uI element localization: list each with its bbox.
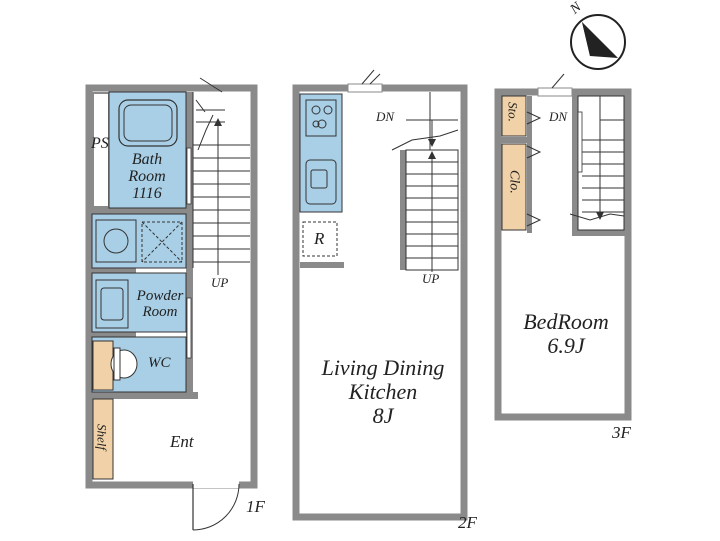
stairs-up-label-1f: UP	[211, 275, 229, 290]
bath-room-label-line-3: 1116	[132, 184, 162, 202]
ldk-label: Living Dining Kitchen 8J	[321, 355, 445, 429]
closet-label: Clo.	[506, 170, 522, 194]
bath-room-label-line-1: Bath	[131, 151, 163, 168]
bedroom-label-line-1: BedRoom	[523, 309, 609, 334]
ldk-label-line-1: Living Dining	[321, 355, 445, 380]
floor-2f-walls	[292, 69, 468, 521]
floor-3f-stairs	[569, 95, 625, 231]
floor-2f-stairs	[391, 92, 459, 272]
entrance-label: Ent	[170, 432, 194, 451]
floor-1f-entry-door	[192, 480, 240, 531]
floor-3f-walls	[494, 73, 632, 421]
shelf-label: Shelf	[94, 424, 110, 450]
floor-label-1f: 1F	[246, 497, 265, 516]
floor-1f-stairs	[192, 77, 250, 275]
powder-room-label-line-2: Room	[142, 303, 178, 320]
bath-room-label: Bath Room 1116	[128, 151, 166, 202]
stairs-down-label-2f: DN	[376, 109, 395, 124]
floor-label-3f: 3F	[612, 423, 631, 442]
compass-icon	[570, 14, 626, 70]
ldk-label-line-2: Kitchen	[348, 379, 418, 405]
floor-1f-fixtures	[91, 91, 192, 480]
ps-label: PS	[91, 135, 109, 152]
storage-label: Sto.	[505, 102, 521, 122]
floor-1f-walls	[85, 84, 258, 489]
bedroom-label-line-2: 6.9J	[547, 333, 585, 359]
floor-2f-kitchen	[299, 93, 343, 257]
fridge-label: R	[314, 229, 325, 248]
floor-label-2f: 2F	[458, 513, 477, 532]
powder-room-label: Powder Room	[136, 288, 184, 321]
bath-room-label-line-2: Room	[128, 167, 166, 185]
bedroom-label: BedRoom 6.9J	[523, 309, 609, 359]
ldk-label-line-3: 8J	[372, 403, 394, 429]
floor-3f-storage	[501, 95, 542, 231]
powder-room-label-line-1: Powder	[136, 288, 184, 304]
wc-label: WC	[148, 355, 171, 371]
stairs-up-label-2f: UP	[422, 271, 440, 286]
stairs-down-label-3f: DN	[549, 109, 568, 124]
